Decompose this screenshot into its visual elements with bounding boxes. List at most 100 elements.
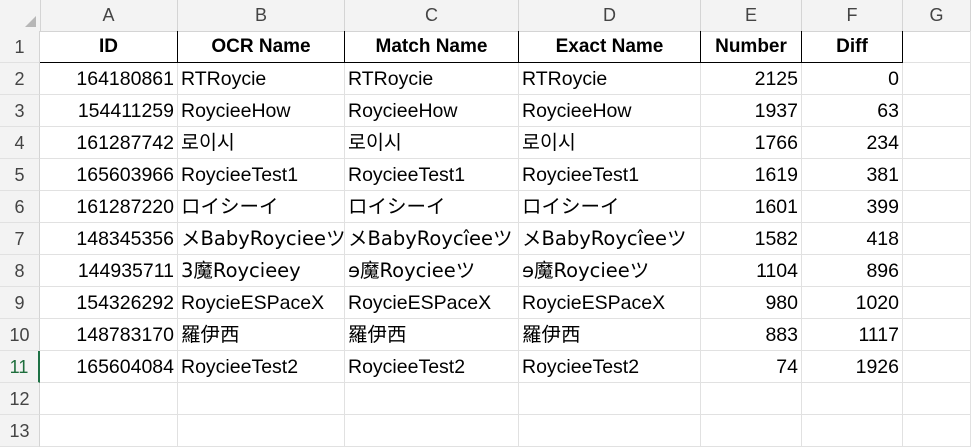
table-cell[interactable]: 0 xyxy=(802,63,903,95)
table-cell[interactable]: 144935711 xyxy=(40,255,178,287)
empty-cell[interactable] xyxy=(903,191,971,223)
table-cell[interactable]: 381 xyxy=(802,159,903,191)
table-cell[interactable]: 로이시 xyxy=(519,127,701,159)
empty-cell[interactable] xyxy=(701,415,802,447)
table-cell[interactable]: 980 xyxy=(701,287,802,319)
empty-cell[interactable] xyxy=(903,223,971,255)
empty-cell[interactable] xyxy=(519,383,701,415)
row-header-1[interactable]: 1 xyxy=(0,31,40,63)
table-cell[interactable]: メBabyRoycîeeツ xyxy=(345,223,519,255)
table-cell[interactable]: RoycieeTest1 xyxy=(519,159,701,191)
table-cell[interactable]: ロイシーイ xyxy=(345,191,519,223)
table-cell[interactable]: ɘ魔Roycieeツ xyxy=(519,255,701,287)
empty-cell[interactable] xyxy=(903,287,971,319)
table-cell[interactable]: 161287220 xyxy=(40,191,178,223)
empty-cell[interactable] xyxy=(903,159,971,191)
table-cell[interactable]: 148783170 xyxy=(40,319,178,351)
table-cell[interactable]: RoycieeTest1 xyxy=(178,159,345,191)
table-cell[interactable]: 154411259 xyxy=(40,95,178,127)
column-header-f[interactable]: F xyxy=(802,0,903,31)
row-header-4[interactable]: 4 xyxy=(0,127,40,159)
row-header-3[interactable]: 3 xyxy=(0,95,40,127)
table-cell[interactable]: RoycieESPaceX xyxy=(178,287,345,319)
table-cell[interactable]: 63 xyxy=(802,95,903,127)
header-cell[interactable]: Number xyxy=(701,31,802,63)
table-cell[interactable]: 165603966 xyxy=(40,159,178,191)
empty-cell[interactable] xyxy=(802,383,903,415)
empty-cell[interactable] xyxy=(903,31,971,63)
row-header-8[interactable]: 8 xyxy=(0,255,40,287)
table-cell[interactable]: 896 xyxy=(802,255,903,287)
table-cell[interactable]: RoycieeTest2 xyxy=(519,351,701,383)
table-cell[interactable]: 로이시 xyxy=(178,127,345,159)
column-header-e[interactable]: E xyxy=(701,0,802,31)
empty-cell[interactable] xyxy=(178,383,345,415)
empty-cell[interactable] xyxy=(345,415,519,447)
empty-cell[interactable] xyxy=(903,383,971,415)
row-header-7[interactable]: 7 xyxy=(0,223,40,255)
table-cell[interactable]: 1020 xyxy=(802,287,903,319)
column-header-a[interactable]: A xyxy=(40,0,178,31)
row-header-13[interactable]: 13 xyxy=(0,415,40,447)
empty-cell[interactable] xyxy=(40,415,178,447)
empty-cell[interactable] xyxy=(701,383,802,415)
empty-cell[interactable] xyxy=(178,415,345,447)
table-cell[interactable]: RoycieeHow xyxy=(519,95,701,127)
select-all-button[interactable] xyxy=(0,0,41,31)
header-cell[interactable]: OCR Name xyxy=(178,31,345,63)
empty-cell[interactable] xyxy=(903,351,971,383)
table-cell[interactable]: RoycieESPaceX xyxy=(345,287,519,319)
empty-cell[interactable] xyxy=(40,383,178,415)
row-header-9[interactable]: 9 xyxy=(0,287,40,319)
column-header-g[interactable]: G xyxy=(903,0,971,31)
empty-cell[interactable] xyxy=(903,127,971,159)
empty-cell[interactable] xyxy=(802,415,903,447)
row-header-11[interactable]: 11 xyxy=(0,351,40,383)
empty-cell[interactable] xyxy=(903,63,971,95)
column-header-c[interactable]: C xyxy=(345,0,519,31)
empty-cell[interactable] xyxy=(903,255,971,287)
table-cell[interactable]: RTRoycie xyxy=(345,63,519,95)
table-cell[interactable]: RoycieeHow xyxy=(178,95,345,127)
table-cell[interactable]: 74 xyxy=(701,351,802,383)
empty-cell[interactable] xyxy=(903,415,971,447)
table-cell[interactable]: 1582 xyxy=(701,223,802,255)
header-cell[interactable]: Match Name xyxy=(345,31,519,63)
column-header-b[interactable]: B xyxy=(178,0,345,31)
table-cell[interactable]: RoycieeHow xyxy=(345,95,519,127)
table-cell[interactable]: 399 xyxy=(802,191,903,223)
table-cell[interactable]: RoycieeTest2 xyxy=(178,351,345,383)
table-cell[interactable]: RTRoycie xyxy=(519,63,701,95)
table-cell[interactable]: 1766 xyxy=(701,127,802,159)
table-cell[interactable]: 883 xyxy=(701,319,802,351)
table-cell[interactable]: 3魔Roycieey xyxy=(178,255,345,287)
empty-cell[interactable] xyxy=(903,95,971,127)
table-cell[interactable]: RoycieeTest2 xyxy=(345,351,519,383)
table-cell[interactable]: 148345356 xyxy=(40,223,178,255)
table-cell[interactable]: 羅伊西 xyxy=(345,319,519,351)
table-cell[interactable]: メBabyRoycieeツ xyxy=(178,223,345,255)
table-cell[interactable]: 1601 xyxy=(701,191,802,223)
table-cell[interactable]: 1937 xyxy=(701,95,802,127)
table-cell[interactable]: 418 xyxy=(802,223,903,255)
empty-cell[interactable] xyxy=(903,319,971,351)
header-cell[interactable]: Diff xyxy=(802,31,903,63)
table-cell[interactable]: RTRoycie xyxy=(178,63,345,95)
empty-cell[interactable] xyxy=(519,415,701,447)
row-header-10[interactable]: 10 xyxy=(0,319,40,351)
table-cell[interactable]: ɘ魔Roycieeツ xyxy=(345,255,519,287)
table-cell[interactable]: 164180861 xyxy=(40,63,178,95)
table-cell[interactable]: ロイシーイ xyxy=(178,191,345,223)
row-header-2[interactable]: 2 xyxy=(0,63,40,95)
table-cell[interactable]: 1619 xyxy=(701,159,802,191)
table-cell[interactable]: 1104 xyxy=(701,255,802,287)
table-cell[interactable]: 234 xyxy=(802,127,903,159)
table-cell[interactable]: メBabyRoycîeeツ xyxy=(519,223,701,255)
table-cell[interactable]: 1117 xyxy=(802,319,903,351)
table-cell[interactable]: RoycieESPaceX xyxy=(519,287,701,319)
table-cell[interactable]: RoycieeTest1 xyxy=(345,159,519,191)
header-cell[interactable]: Exact Name xyxy=(519,31,701,63)
table-cell[interactable]: ロイシーイ xyxy=(519,191,701,223)
table-cell[interactable]: 154326292 xyxy=(40,287,178,319)
table-cell[interactable]: 165604084 xyxy=(40,351,178,383)
